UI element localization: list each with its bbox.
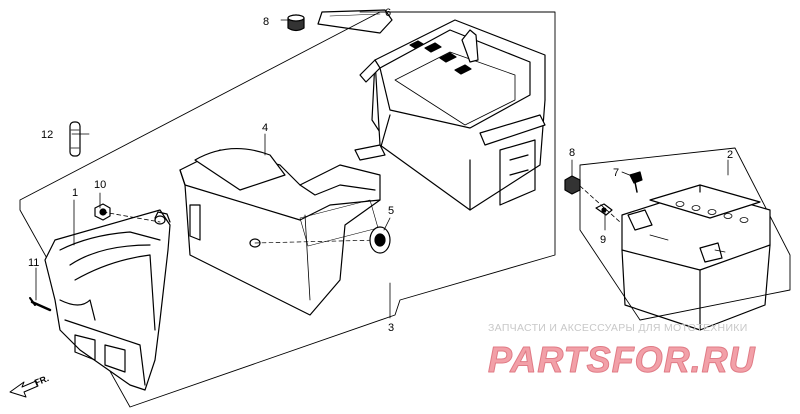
nut-10: [94, 203, 111, 221]
front-direction-label: FR.: [33, 373, 50, 388]
battery-cover: [179, 147, 381, 316]
leader-lines: [35, 11, 729, 319]
callout-11: 11: [28, 257, 39, 269]
cushion: [369, 226, 391, 254]
callout-10: 10: [94, 179, 106, 191]
nut-8-right: [564, 175, 581, 195]
battery-group-outline: [579, 147, 791, 321]
callout-3: 3: [388, 322, 394, 334]
collar-12: [69, 121, 81, 157]
callout-1: 1: [72, 187, 78, 199]
callout-8-top: 8: [263, 16, 269, 28]
watermark-caption: ЗАПЧАСТИ И АКСЕССУАРЫ ДЛЯ МОТОТЕХНИКИ: [488, 322, 748, 334]
callout-2: 2: [727, 149, 733, 161]
nut-9: [595, 203, 613, 216]
front-direction-indicator: FR.: [9, 373, 50, 398]
rubber-pad: [317, 9, 393, 34]
bracket: [44, 209, 171, 391]
callout-5: 5: [388, 205, 394, 217]
watermark-logo: PARTSFOR.RU: [488, 339, 756, 380]
battery: [621, 184, 771, 331]
front-arrow-icon: [9, 380, 39, 398]
grommet-top: [287, 14, 305, 32]
callout-6: 6: [385, 7, 391, 19]
callout-8-right: 8: [569, 147, 575, 159]
callout-9: 9: [600, 234, 606, 246]
screw-7: [629, 171, 643, 193]
battery-case: [354, 19, 546, 211]
callout-12: 12: [41, 129, 53, 141]
callout-4: 4: [262, 122, 268, 134]
bolt-11: [29, 297, 52, 312]
callout-7: 7: [613, 167, 619, 179]
